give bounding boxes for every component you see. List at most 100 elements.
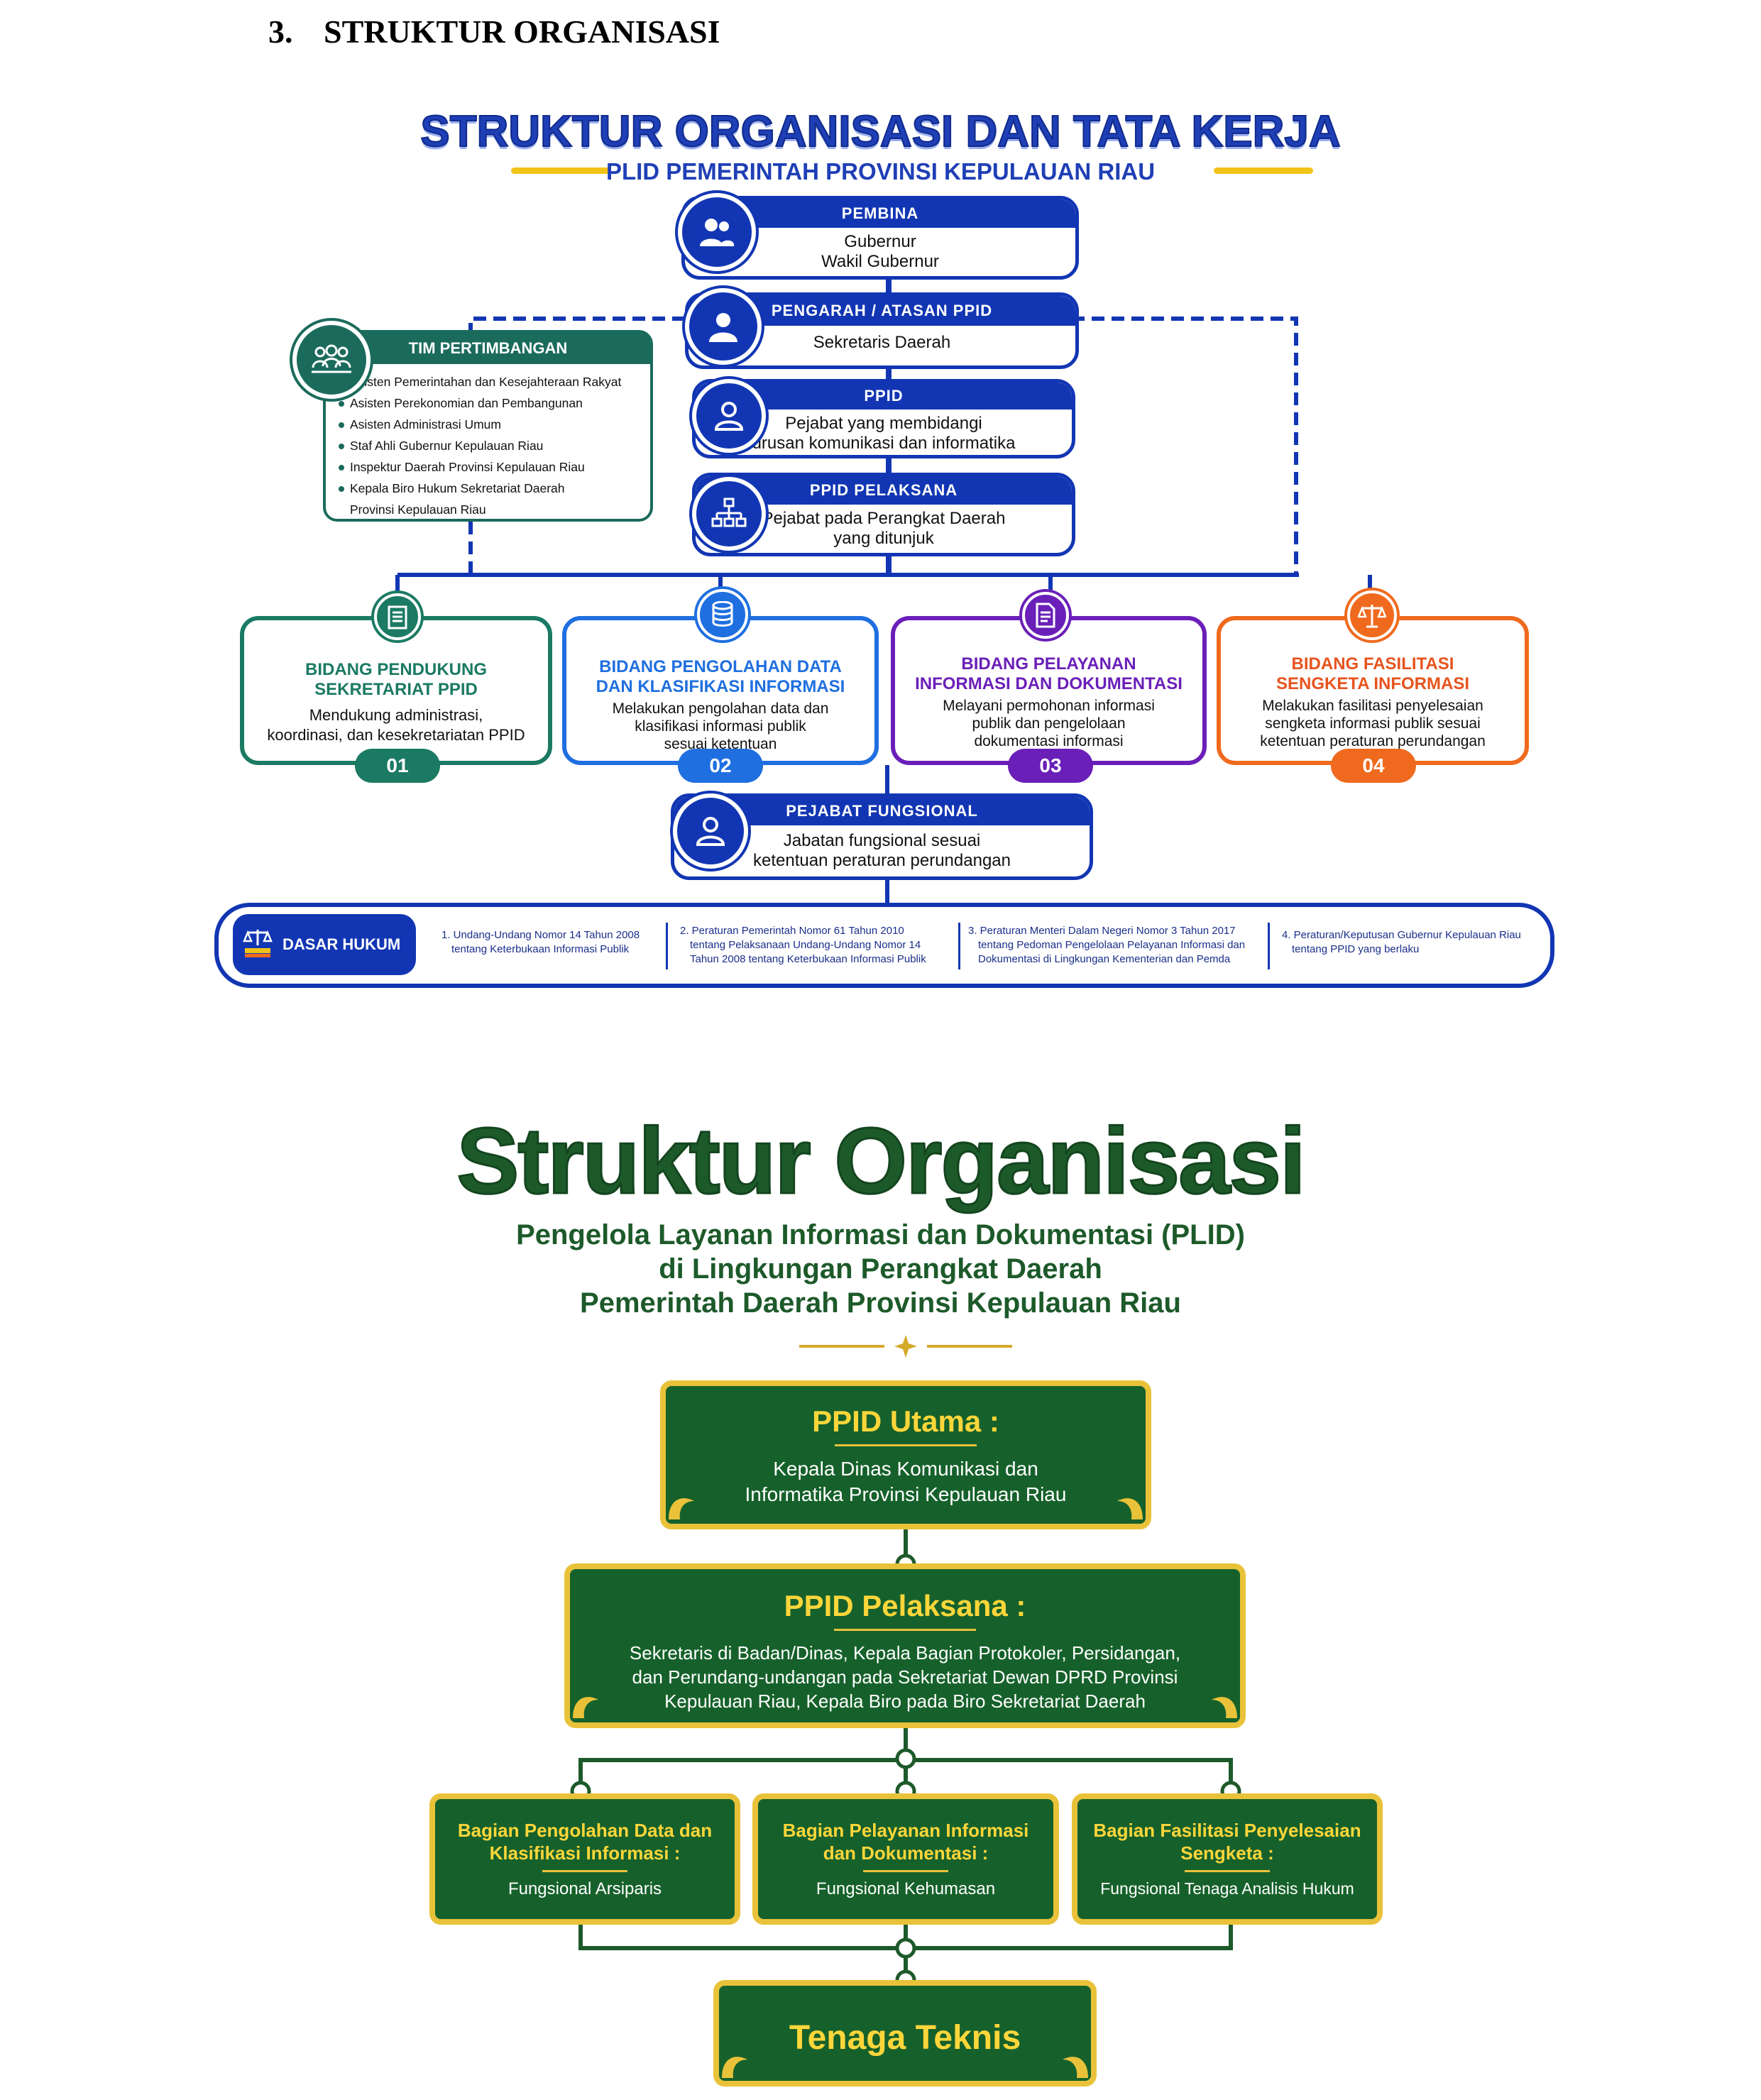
bagian-title: dan Dokumentasi : [823, 1842, 989, 1864]
bagian-desc: Fungsional Kehumasan [816, 1879, 996, 1898]
ppid-utama-line1: Kepala Dinas Komunikasi dan [773, 1458, 1038, 1480]
corner-ornament-icon [573, 1697, 598, 1718]
ppid-pelaksana-line3: Kepulauan Riau, Kepala Biro pada Biro Se… [664, 1691, 1146, 1712]
tenaga-teknis-box: Tenaga Teknis [713, 1980, 1097, 2087]
bagian-desc: Fungsional Arsiparis [508, 1879, 662, 1898]
bidang-desc: Melakukan pengolahan data dan [612, 700, 829, 717]
corner-ornament-icon [1117, 1498, 1143, 1519]
bidang-title: BIDANG PENDUKUNG [305, 660, 487, 679]
ppid-utama-line2: Informatika Provinsi Kepulauan Riau [745, 1483, 1067, 1505]
bidang-number: 04 [1331, 749, 1416, 783]
bidang-number: 01 [355, 749, 440, 783]
bagian-title: Bagian Fasilitasi Penyelesaian [1093, 1820, 1361, 1841]
bidang-title: BIDANG PENGOLAHAN DATA [599, 657, 842, 676]
corner-ornament-icon [669, 1498, 694, 1519]
gold-divider [834, 1629, 976, 1631]
law-line: 4. Peraturan/Keputusan Gubernur Kepulaua… [1282, 929, 1521, 941]
law-line: 2. Peraturan Pemerintah Nomor 61 Tahun 2… [680, 925, 904, 937]
dasar-hukum-text: DASAR HUKUM [282, 935, 401, 953]
bidang-desc: klasifikasi informasi publik [635, 718, 806, 735]
section-heading: 3. STRUKTUR ORGANISASI [268, 13, 720, 50]
user-outline-icon [673, 793, 748, 869]
ppid-pelaksana-title: PPID Pelaksana : [784, 1589, 1026, 1622]
gold-divider [863, 1870, 948, 1872]
law-line: tentang Pedoman Pengelolaan Pelayanan In… [978, 939, 1246, 951]
bidang-desc: publik dan pengelolaan [972, 715, 1126, 732]
law-line: Tahun 2008 tentang Keterbukaan Informasi… [690, 953, 926, 965]
chart1-subtitle: PLID PEMERINTAH PROVINSI KEPULAUAN RIAU [605, 158, 1156, 185]
chart2-title: Struktur Organisasi [456, 1108, 1307, 1214]
gold-divider [835, 1444, 977, 1446]
gold-divider [542, 1870, 627, 1872]
corner-ornament-icon [722, 2057, 747, 2078]
law-line: 3. Peraturan Menteri Dalam Negeri Nomor … [968, 925, 1236, 937]
bidang-title: SENGKETA INFORMASI [1276, 674, 1469, 693]
bidang-desc: Melakukan fasilitasi penyelesaian [1262, 698, 1483, 714]
divider [1268, 923, 1270, 969]
section-number: 3. [268, 13, 293, 50]
ornament-line-left [799, 1345, 884, 1348]
tim-item: Inspektur Daerah Provinsi Kepulauan Riau [339, 456, 650, 478]
gold-divider-left [511, 167, 610, 174]
bidang-desc: sesuai ketentuan [664, 736, 777, 752]
bagian-desc: Fungsional Tenaga Analisis Hukum [1100, 1879, 1354, 1898]
pembina-line1: Gubernur [844, 232, 916, 251]
document-icon [1022, 592, 1069, 639]
ppid-line2: urusan komunikasi dan informatika [752, 434, 1016, 453]
tim-pertimbangan-title: TIM PERTIMBANGAN [326, 333, 650, 364]
bidang-desc: ketentuan peraturan perundangan [1260, 733, 1486, 749]
user-outline-icon [692, 379, 766, 453]
law-line: tentang PPID yang berlaku [1292, 943, 1420, 955]
bagian-title: Sengketa : [1180, 1842, 1274, 1864]
bagian-title: Klasifikasi Informasi : [489, 1842, 681, 1864]
dasar-hukum-bar [214, 903, 1554, 988]
tim-item: Asisten Administrasi Umum [339, 414, 650, 435]
group-icon [292, 321, 371, 399]
divider [958, 923, 960, 969]
law-item-3: 3. Peraturan Menteri Dalam Negeri Nomor … [968, 924, 1256, 967]
bidang-title: DAN KLASIFIKASI INFORMASI [596, 677, 845, 696]
ppid-pelaksana-line2: dan Perundang-undangan pada Sekretariat … [632, 1666, 1178, 1688]
section-title: STRUKTUR ORGANISASI [324, 13, 720, 50]
ppid-utama-title: PPID Utama : [812, 1404, 999, 1438]
ppid-pelaksana-box: PPID Pelaksana : Sekretaris di Badan/Din… [564, 1563, 1246, 1728]
dasar-hukum-label: DASAR HUKUM [233, 914, 416, 975]
tim-pertimbangan-card: TIM PERTIMBANGAN Asisten Pemerintahan da… [323, 330, 653, 522]
ppid-pelaksana-line2: yang ditunjuk [833, 529, 934, 548]
bidang-desc: dokumentasi informasi [974, 733, 1124, 749]
chart1-title: STRUKTUR ORGANISASI DAN TATA KERJA [419, 106, 1341, 157]
bidang-number: 03 [1008, 749, 1093, 783]
ppid-utama-box: PPID Utama : Kepala Dinas Komunikasi dan… [660, 1380, 1151, 1529]
law-item-2: 2. Peraturan Pemerintah Nomor 61 Tahun 2… [680, 924, 957, 967]
corner-ornament-icon [1063, 2057, 1088, 2078]
bidang-desc: koordinasi, dan kesekretariatan PPID [267, 726, 525, 744]
ppid-pelaksana-line1: Pejabat pada Perangkat Daerah [762, 509, 1006, 528]
pengarah-line1: Sekretaris Daerah [813, 333, 951, 352]
bidang-title: INFORMASI DAN DOKUMENTASI [915, 674, 1183, 693]
bidang-desc: Melayani permohonan informasi [943, 698, 1155, 714]
law-item-4: 4. Peraturan/Keputusan Gubernur Kepulaua… [1282, 928, 1545, 957]
law-line: Dokumentasi di Lingkungan Kementerian da… [978, 953, 1231, 965]
pembina-line2: Wakil Gubernur [821, 252, 939, 271]
bidang-title: BIDANG PELAYANAN [961, 654, 1136, 674]
ppid-pelaksana-line1: Sekretaris di Badan/Dinas, Kepala Bagian… [629, 1642, 1181, 1664]
bidang-desc: sengketa informasi publik sesuai [1265, 715, 1481, 732]
chart2-subtitle-1: Pengelola Layanan Informasi dan Dokument… [516, 1219, 1245, 1250]
hierarchy-icon [692, 477, 766, 551]
bidang-number: 02 [678, 749, 763, 783]
person-icon [685, 288, 762, 365]
pejabat-fungsional-line2: ketentuan peraturan perundangan [753, 851, 1011, 870]
tim-item: Provinsi Kepulauan Riau [350, 502, 486, 517]
ppid-line1: Pejabat yang membidangi [785, 414, 982, 433]
scales-icon [233, 927, 282, 962]
bagian-title: Bagian Pelayanan Informasi [782, 1820, 1029, 1841]
clipboard-icon [374, 593, 421, 640]
tim-pertimbangan-list: Asisten Pemerintahan dan Kesejahteraan R… [326, 364, 650, 520]
law-line: 1. Undang-Undang Nomor 14 Tahun 2008 [441, 929, 640, 941]
